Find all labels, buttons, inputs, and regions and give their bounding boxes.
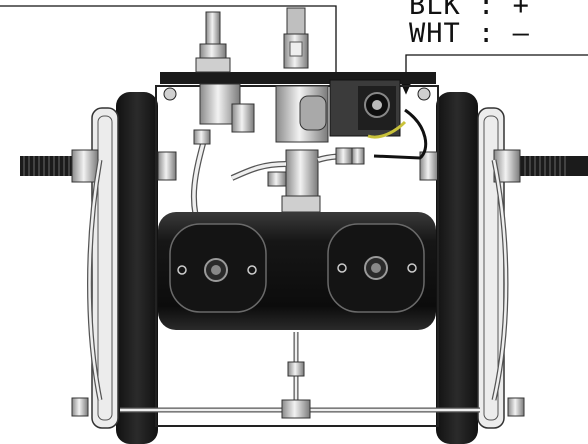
power-wire [373,108,428,160]
solenoid-box [329,79,401,137]
wire-name-wht: WHT [409,18,461,49]
cylinder-port-right [337,256,417,280]
tube-elbow-fittings [193,129,365,187]
ground-wire [367,120,407,139]
wire-polarity-blk: + [512,0,530,21]
side-flange-right [436,92,505,444]
tee-fitting [71,361,525,419]
side-flange-left [91,92,158,444]
cylinder-port-left [177,258,257,282]
quick-connect-fitting [195,11,231,73]
wire-sep-wht: : [478,18,496,49]
pressure-sensor [283,7,309,69]
top-plate-bolts [163,87,431,101]
wire-sep-blk: : [478,0,496,21]
wire-polarity-wht: – [512,18,530,49]
hub-nut-left [71,149,177,183]
wire-legend-wht: WHT : – [409,20,530,47]
wire-legend-blk: BLK : + [409,0,530,19]
main-cylinder [158,212,436,330]
valve-block [199,83,329,213]
wire-name-blk: BLK [409,0,461,21]
